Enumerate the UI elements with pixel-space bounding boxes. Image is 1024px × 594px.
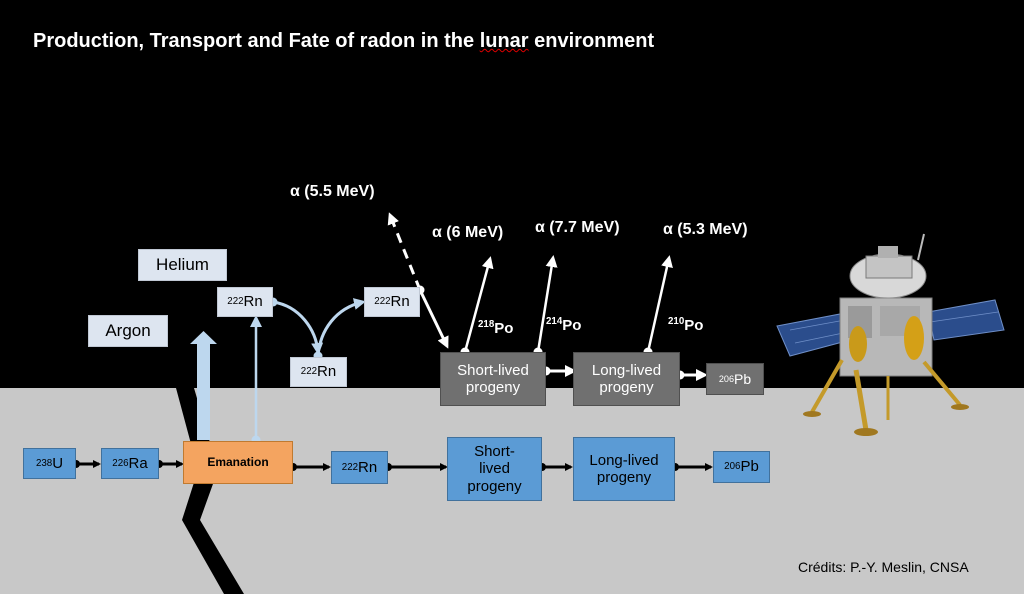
- po218-mass: 218: [478, 319, 495, 330]
- ra226-mass: 226: [112, 457, 129, 469]
- subsurface-short-lived-progeny-box: Short- lived progeny: [447, 437, 542, 501]
- rn222-released-mass: 222: [227, 296, 244, 308]
- alpha-po214-symbol: α: [535, 219, 545, 236]
- subsurface-long-lived-line2: progeny: [596, 469, 652, 486]
- surface-short-lived-line1: Short-lived: [457, 361, 529, 379]
- surface-short-lived-progeny-box: Short-lived progeny: [440, 352, 546, 406]
- page-title: Production, Transport and Fate of radon …: [33, 30, 654, 53]
- title-suffix: environment: [528, 30, 655, 52]
- u238-mass: 238: [35, 457, 53, 469]
- alpha-po210-label: α (5.3 MeV): [663, 221, 748, 239]
- rn222-hop-symbol: Rn: [390, 293, 410, 311]
- surface-pb206-symbol: Pb: [734, 370, 752, 387]
- ra226-symbol: Ra: [128, 454, 148, 472]
- rn222-subsurface-symbol: Rn: [358, 458, 378, 476]
- rn-alpha-dashed-arrow: [387, 212, 422, 291]
- po214-alpha-arrow: [536, 255, 558, 353]
- rn-to-short-lived-arrow: [418, 289, 449, 349]
- subsurface-short-lived-line3: progeny: [467, 477, 522, 495]
- alpha-po210-symbol: α: [663, 221, 673, 238]
- surface-short-lived-line2: progeny: [465, 379, 521, 396]
- emanation-box: Emanation: [183, 441, 293, 484]
- title-prefix: Production, Transport and Fate of radon …: [33, 30, 480, 52]
- regolith-crack: [176, 388, 244, 594]
- hop-arc-2: [316, 298, 366, 357]
- rn222-adsorbed-symbol: Rn: [317, 363, 337, 381]
- argon-box: Argon: [88, 315, 168, 347]
- po210-alpha-arrow: [646, 255, 673, 353]
- alpha-rn-symbol: α: [290, 183, 300, 200]
- alpha-po214-energy: (7.7 MeV): [544, 219, 620, 236]
- title-underlined-word: lunar: [479, 30, 529, 52]
- alpha-po218-symbol: α: [432, 224, 442, 241]
- po218-alpha-arrow: [463, 256, 494, 353]
- helium-box: Helium: [138, 249, 227, 281]
- po210-symbol: Po: [684, 317, 704, 334]
- rn222-adsorbed-mass: 222: [300, 366, 318, 378]
- surface-pb206-mass: 206: [718, 373, 735, 384]
- alpha-po210-energy: (5.3 MeV): [672, 221, 748, 238]
- subsurface-short-lived-line1: Short-: [474, 443, 515, 461]
- surface-long-lived-line1: Long-lived: [591, 361, 662, 379]
- subsurface-short-lived-line2: lived: [479, 460, 510, 478]
- subsurface-pb206-mass: 206: [724, 461, 741, 473]
- rn222-subsurface-mass: 222: [341, 461, 359, 473]
- hop-arc-1: [272, 300, 324, 355]
- po214-mass: 214: [546, 316, 563, 327]
- po218-symbol: Po: [494, 320, 514, 337]
- po210-label: 210Po: [668, 316, 703, 334]
- surface-long-lived-progeny-box: Long-lived progeny: [573, 352, 680, 406]
- alpha-rn-label: α (5.5 MeV): [290, 183, 375, 201]
- po214-label: 214Po: [546, 316, 581, 334]
- rn222-hop-mass: 222: [374, 296, 391, 308]
- u238-symbol: U: [52, 454, 64, 472]
- subsurface-pb206-symbol: Pb: [740, 458, 759, 476]
- credits-text: Crédits: P.-Y. Meslin, CNSA: [798, 559, 969, 575]
- surface-long-lived-line2: progeny: [599, 379, 654, 396]
- po214-symbol: Po: [562, 317, 582, 334]
- alpha-po214-label: α (7.7 MeV): [535, 219, 620, 237]
- lunar-lander-illustration: [776, 233, 1005, 436]
- alpha-po218-energy: (6 MeV): [441, 224, 504, 241]
- alpha-rn-energy: (5.5 MeV): [299, 183, 375, 200]
- gas-escape-arrow-head: [190, 331, 217, 344]
- alpha-po218-label: α (6 MeV): [432, 224, 503, 242]
- po218-label: 218Po: [478, 319, 513, 337]
- subsurface-long-lived-line1: Long-lived: [589, 451, 659, 469]
- po210-mass: 210: [668, 316, 685, 327]
- subsurface-long-lived-progeny-box: Long-lived progeny: [573, 437, 675, 501]
- gas-escape-arrow-shaft: [197, 344, 210, 440]
- rn222-released-symbol: Rn: [243, 293, 263, 311]
